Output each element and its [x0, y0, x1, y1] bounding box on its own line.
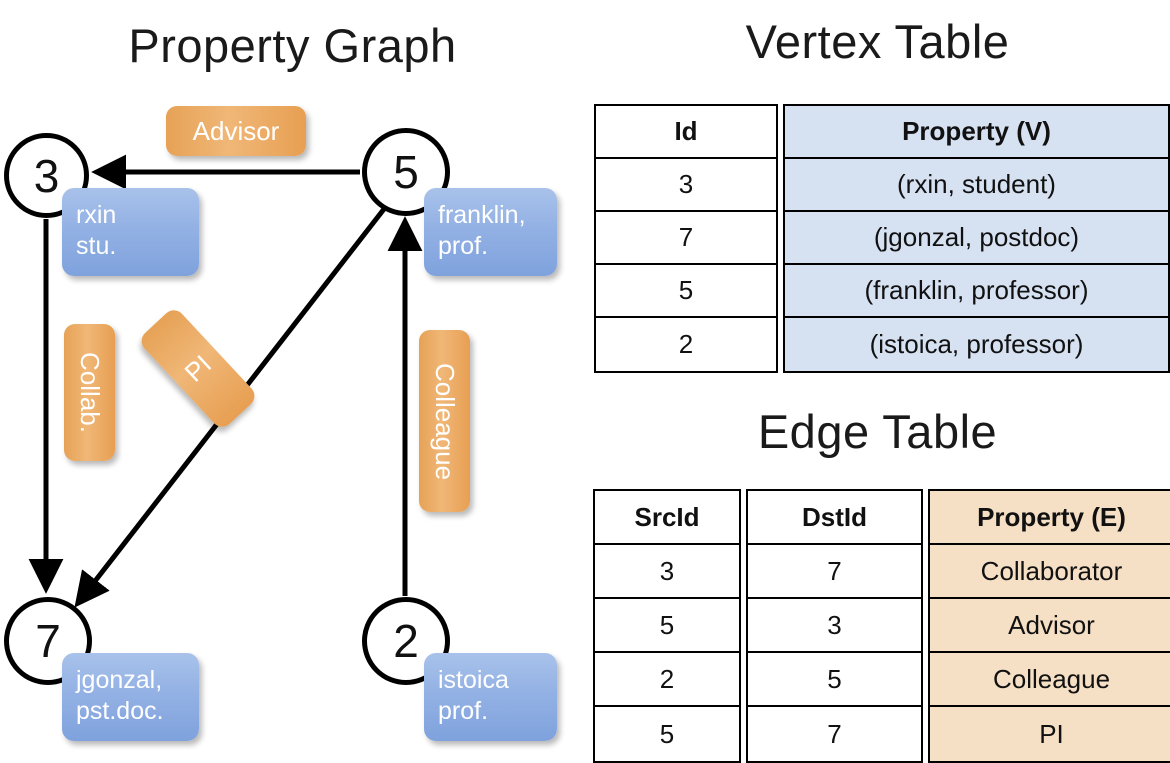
vertex-table-row-property: (istoica, professor) — [869, 329, 1084, 359]
property-graph-diagram: 3 rxin stu. 5 franklin, prof. 7 jgonzal,… — [0, 0, 585, 760]
page-title-edge-table: Edge Table — [757, 405, 998, 458]
graph-node-7-property-line2: pst.doc. — [76, 696, 164, 725]
graph-node-5-property-box: franklin, prof. — [424, 188, 557, 276]
edge-table-row-srcid: 3 — [595, 545, 739, 599]
page-title-vertex-table: Vertex Table — [745, 15, 1010, 68]
vertex-table-row-id: 2 — [678, 329, 694, 359]
edge-label-colleague-text: Colleague — [430, 362, 460, 480]
edge-table-row-property: Colleague — [930, 653, 1170, 707]
edge-table-row-dstid: 3 — [748, 599, 921, 653]
edge-label-collab-text: Collab. — [75, 352, 105, 433]
vertex-table-row-id: 3 — [596, 159, 776, 212]
edge-table-row-dstid: 7 — [748, 545, 921, 599]
graph-node-5[interactable]: 5 — [362, 128, 450, 216]
edge-table-header-srcid: SrcId — [595, 491, 739, 545]
edge-table-dstid-column: DstId 7 3 5 7 — [746, 489, 923, 763]
graph-node-2-property-box: istoica prof. — [424, 653, 557, 741]
vertex-table-id-column: Id 3 7 5 2 — [594, 104, 778, 373]
vertex-table-row-property: (franklin, professor) — [785, 265, 1168, 318]
edge-table-row-srcid: 2 — [595, 653, 739, 707]
edge-table-row-srcid: 5 — [659, 718, 675, 749]
graph-node-2[interactable]: 2 — [362, 597, 450, 685]
edge-table-row-property: PI — [1039, 718, 1064, 749]
edge-table-row-dstid: 5 — [748, 653, 921, 707]
vertex-table-header-id: Id — [596, 106, 776, 159]
vertex-table: Id 3 7 5 2 Property (V) (rxin, student) … — [594, 104, 1170, 373]
vertex-table-row-id: 5 — [596, 265, 776, 318]
vertex-table-header-property: Property (V) — [785, 106, 1168, 159]
edge-table-property-column: Property (E) Collaborator Advisor Collea… — [928, 489, 1170, 763]
edge-table-row-dstid: 7 — [827, 718, 842, 749]
graph-node-7-property-box: jgonzal, pst.doc. — [62, 653, 199, 741]
graph-node-7-property-line1: jgonzal, — [76, 666, 163, 694]
edge-table-header-property: Property (E) — [930, 491, 1170, 545]
edge-table-header-dstid: DstId — [748, 491, 921, 545]
edge-label-advisor-text: Advisor — [192, 115, 280, 146]
graph-node-3-label: 3 — [33, 149, 60, 202]
vertex-table-row-property: (jgonzal, postdoc) — [785, 212, 1168, 265]
graph-node-2-property-line2: prof. — [438, 696, 489, 725]
edge-table: SrcId 3 5 2 5 DstId 7 3 5 7 Property (E)… — [593, 489, 1170, 763]
edge-table-row-srcid: 5 — [595, 599, 739, 653]
edge-table-srcid-column: SrcId 3 5 2 5 — [593, 489, 741, 763]
graph-node-7-label: 7 — [35, 615, 61, 667]
graph-node-5-label: 5 — [393, 146, 419, 198]
edge-label-advisor: Advisor — [166, 106, 306, 156]
graph-node-5-property-line1: franklin, — [438, 201, 526, 229]
edge-label-collab: Collab. — [64, 324, 115, 461]
vertex-table-property-column: Property (V) (rxin, student) (jgonzal, p… — [783, 104, 1170, 373]
edge-table-row-property: Collaborator — [930, 545, 1170, 599]
edge-table-row-property: Advisor — [930, 599, 1170, 653]
graph-node-2-label: 2 — [393, 615, 419, 667]
graph-node-3-property-line1: rxin — [76, 201, 117, 229]
vertex-table-row-id: 7 — [596, 212, 776, 265]
graph-node-3-property-line2: stu. — [76, 231, 117, 260]
vertex-table-row-property: (rxin, student) — [785, 159, 1168, 212]
page-title-property-graph: Property Graph — [128, 19, 457, 72]
graph-node-3-property-box: rxin stu. — [62, 188, 199, 276]
edge-label-pi-text: PI — [178, 348, 217, 388]
graph-node-2-property-line1: istoica — [438, 666, 509, 694]
edge-label-colleague: Colleague — [419, 330, 470, 512]
graph-node-5-property-line2: prof. — [438, 231, 489, 260]
